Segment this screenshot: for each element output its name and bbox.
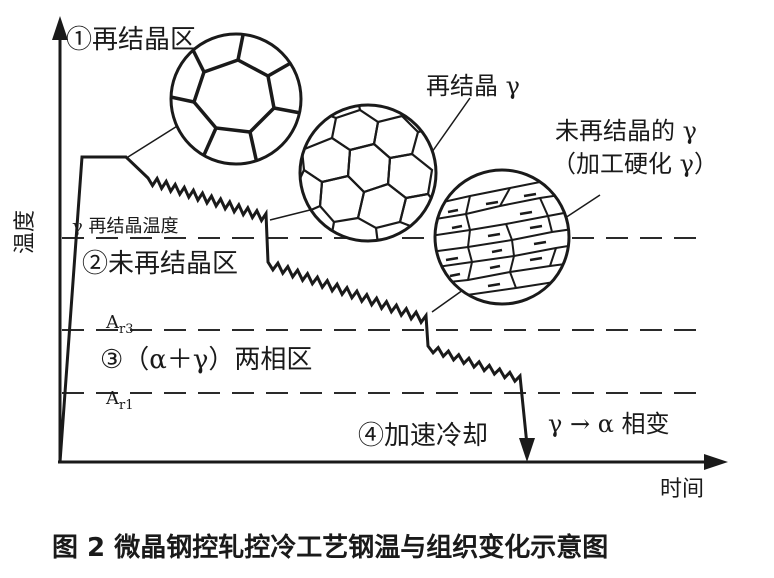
ar3-label: Ar3: [105, 312, 134, 337]
transformation-label: γ → α 相变: [548, 410, 670, 438]
recryst-temp-label: γ 再结晶温度: [72, 216, 178, 237]
figure-caption: 图 2 微晶钢控轧控冷工艺钢温与组织变化示意图: [52, 532, 608, 563]
x-axis-arrow: [704, 454, 728, 470]
work-hardened-gamma-label: （加工硬化 γ）: [552, 150, 718, 178]
zone-3-label: ③（α＋γ）两相区: [100, 345, 312, 375]
microstructure-unrecrystallized-gamma: [433, 168, 571, 306]
microstructure-recrystallized-gamma: [298, 103, 438, 243]
recryst-gamma-label: 再结晶 γ: [426, 72, 520, 100]
unrecryst-gamma-label: 未再结晶的 γ: [555, 117, 697, 145]
zone-2-label: ②未再结晶区: [82, 249, 238, 279]
cooling-arrow-head: [519, 438, 535, 462]
zone-4-label: ④加速冷却: [358, 421, 488, 451]
zone-1-label: ①再结晶区: [66, 25, 196, 55]
axes: [58, 30, 712, 464]
y-axis-arrow: [52, 16, 68, 40]
temperature-curve: [58, 155, 529, 463]
ar1-label: Ar1: [105, 388, 134, 413]
y-axis-label: 温度: [13, 210, 38, 254]
x-axis-label: 时间: [660, 477, 704, 502]
